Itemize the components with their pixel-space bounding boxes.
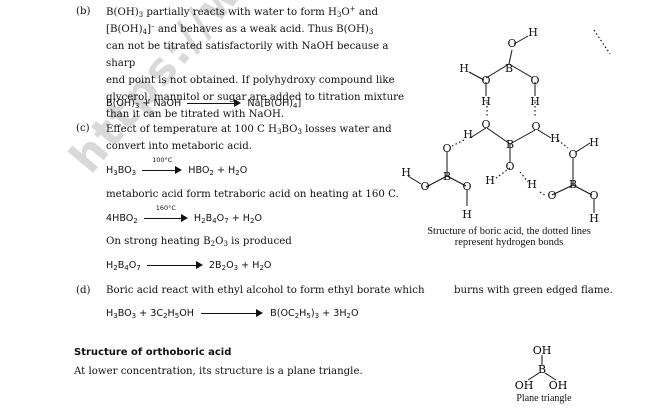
atom-h: H — [550, 132, 560, 145]
section-d-equation: H3BO3 + 3C2H5OH B(OC2H5)3 + 3H2O — [106, 308, 359, 320]
reaction-arrow: 160°C — [143, 204, 188, 223]
atom-o: O — [442, 142, 451, 155]
section-c-equation-1: H3BO3 100°C HBO2 + H2O — [106, 156, 248, 177]
atom-h: H — [528, 26, 538, 39]
section-b-line-2: can not be titrated satisfactorily with … — [106, 41, 389, 69]
atom-h: H — [481, 95, 491, 108]
orthoboric-text: At lower concentration, its structure is… — [74, 366, 363, 377]
section-c-equation-3: H2B4O7 2B2O3 + H2O — [106, 260, 272, 272]
atom-h: H — [463, 128, 473, 141]
section-c-label: (c) — [76, 123, 90, 134]
atom-b: B — [506, 138, 514, 151]
section-d-line-1: Boric acid react with ethyl alcohol to f… — [106, 285, 425, 296]
structure-caption-line-1: Structure of boric acid, the dotted line… — [427, 226, 591, 237]
atom-o: O — [530, 74, 539, 87]
reaction-arrow — [187, 98, 242, 108]
atom-h: H — [589, 136, 599, 149]
reaction-arrow — [201, 308, 264, 318]
atom-o: O — [547, 189, 556, 202]
plane-triangle-caption: Plane triangle — [516, 393, 572, 404]
atom-h: H — [527, 178, 537, 191]
atom-o: O — [420, 180, 429, 193]
structure-caption-line-2: represent hydrogen bonds — [454, 237, 564, 248]
atom-o: O — [505, 160, 514, 173]
section-d-label: (d) — [76, 285, 91, 296]
section-c-paragraph: Effect of temperature at 100 C H3BO3 los… — [106, 121, 406, 155]
section-d-line-1-continued: burns with green edged flame. — [454, 285, 613, 296]
atom-h: H — [462, 208, 472, 221]
atom-b: B — [443, 170, 451, 183]
section-b-line-1: B(OH)3 partially reacts with water to fo… — [106, 5, 379, 36]
atom-o: O — [568, 148, 577, 161]
atom-o: O — [507, 37, 516, 50]
atom-h: H — [589, 212, 599, 225]
section-b-label: (b) — [76, 6, 91, 17]
atom-h: H — [401, 166, 411, 179]
structure-caption: Structure of boric acid, the dotted line… — [404, 226, 614, 248]
orthoboric-heading: Structure of orthoboric acid — [74, 347, 232, 358]
atom-o: O — [462, 180, 471, 193]
section-c-equation-2: 4HBO2 160°C H2B4O7 + H2O — [106, 204, 263, 225]
ortho-oh-right: OH — [549, 379, 568, 392]
reaction-arrow — [146, 260, 203, 270]
reaction-arrow: 100°C — [142, 156, 183, 175]
section-c-text-2: metaboric acid form tetraboric acid on h… — [106, 189, 399, 200]
section-b-line-3: end point is not obtained. If polyhydrox… — [106, 75, 395, 86]
ortho-boron: B — [538, 363, 546, 376]
atom-o: O — [531, 120, 540, 133]
atom-o: O — [481, 118, 490, 131]
atom-b: B — [569, 178, 577, 191]
section-c-line-2: convert into metaboric acid. — [106, 141, 253, 152]
section-c-line-1: Effect of temperature at 100 C H3BO3 los… — [106, 124, 392, 136]
section-b-line-4: glycerol, mannitol or sugar are added to… — [106, 92, 405, 103]
section-b-equation: B(OH)3 + NaOH Na[B(OH)4] — [106, 98, 302, 110]
section-b-line-5: than it can be titrated with NaOH. — [106, 109, 285, 120]
atom-o: O — [481, 74, 490, 87]
section-b-paragraph: B(OH)3 partially reacts with water to fo… — [106, 4, 416, 123]
atom-o: O — [589, 189, 598, 202]
atom-b: B — [505, 62, 513, 75]
atom-h: H — [459, 62, 469, 75]
ortho-oh-left: OH — [515, 379, 534, 392]
atom-h: H — [485, 174, 495, 187]
plane-triangle-diagram: OH B OH OH — [515, 344, 568, 392]
atom-h: H — [530, 95, 540, 108]
section-c-text-3: On strong heating B2O3 is produced — [106, 236, 292, 248]
ortho-oh-top: OH — [533, 344, 552, 357]
boric-acid-structure-diagram: O H B H O O H H O O H H B O O H O H B H … — [401, 26, 611, 225]
